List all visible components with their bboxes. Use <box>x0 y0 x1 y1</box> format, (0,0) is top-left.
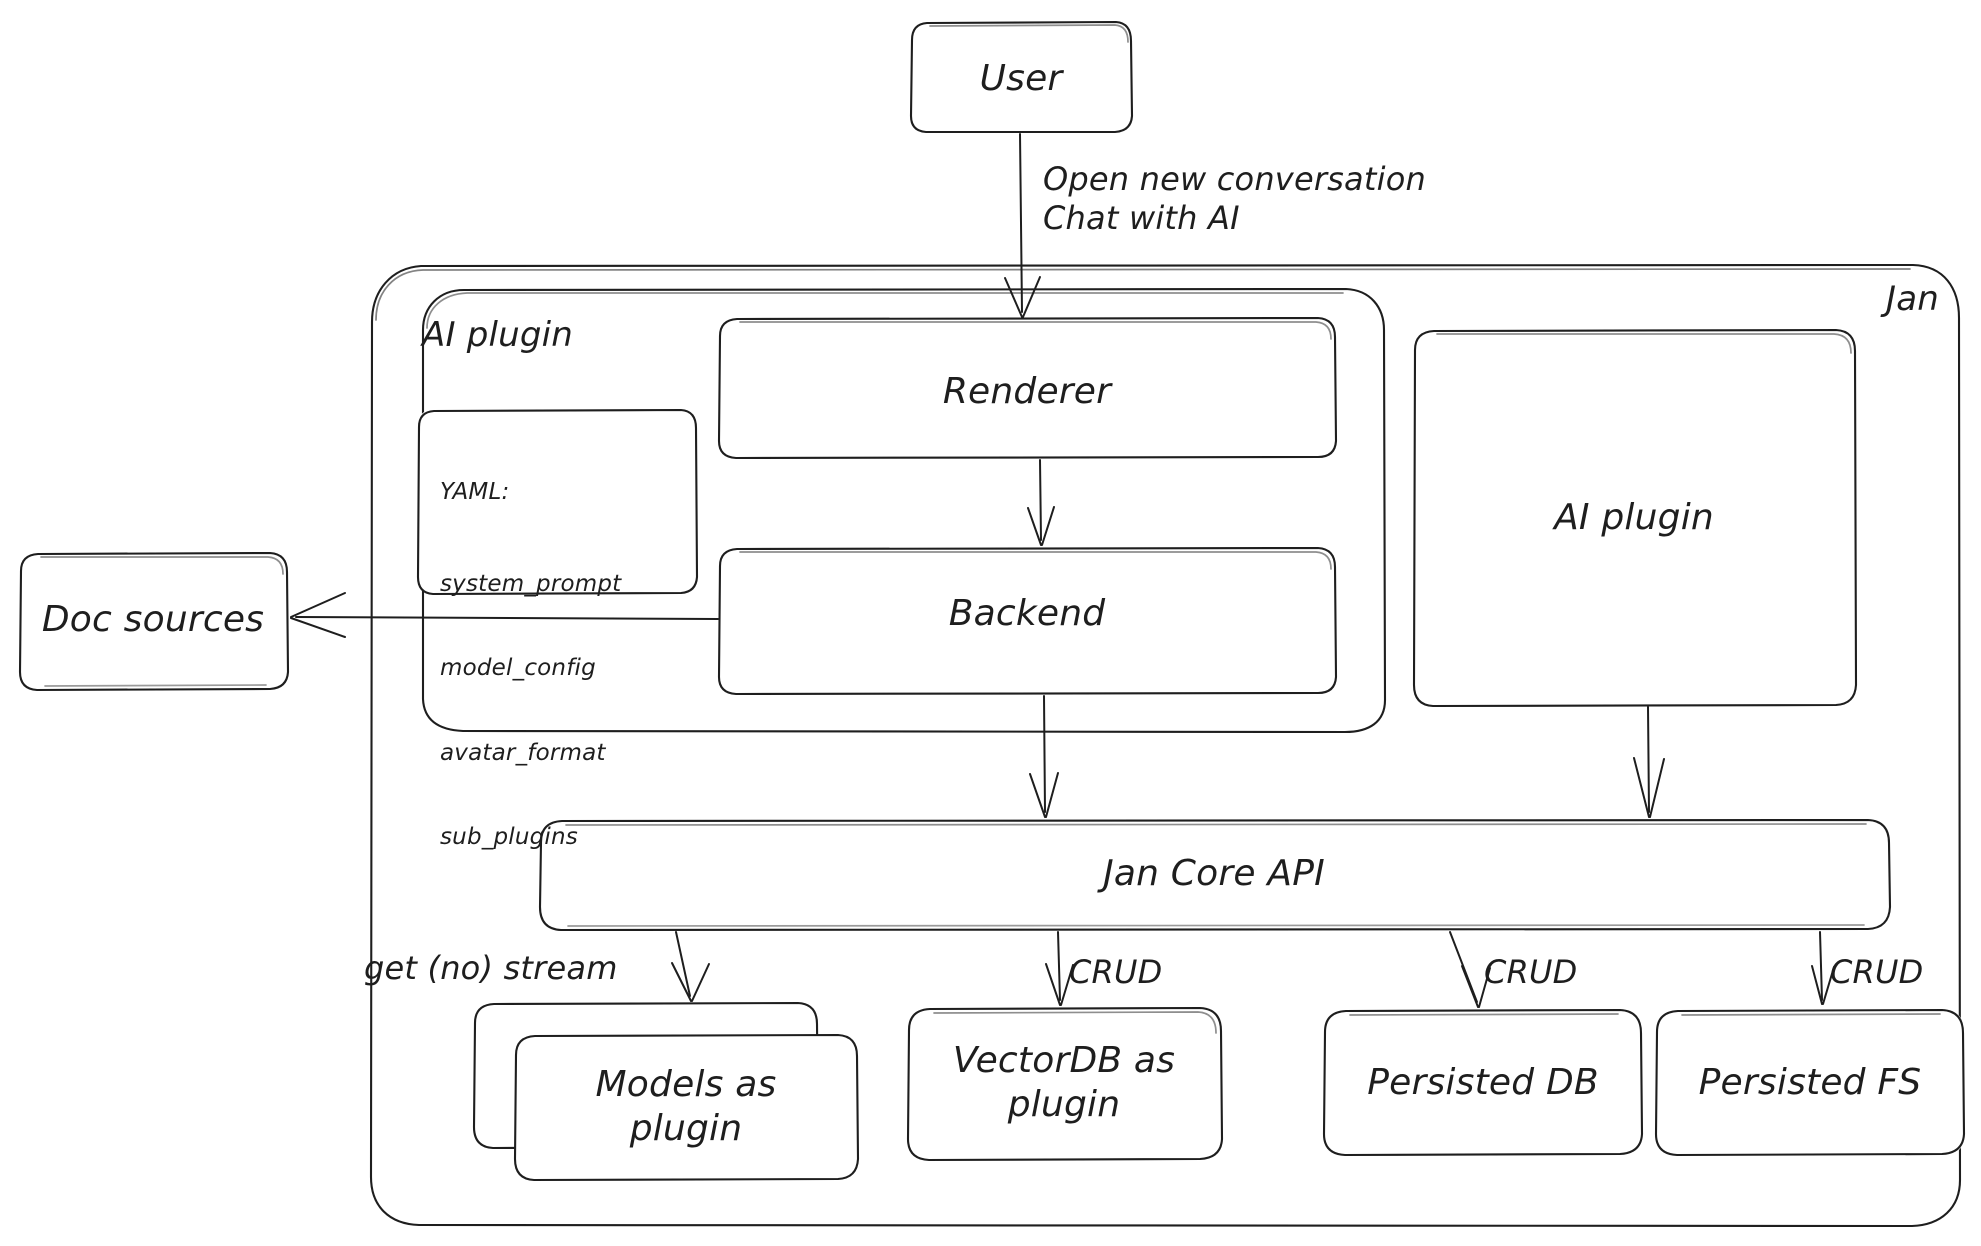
edge-label-core-to-persisted-db: CRUD <box>1484 953 1578 991</box>
yaml-card-text: YAML: system_prompt model_config avatar_… <box>440 422 621 907</box>
renderer-box-shape <box>717 316 1338 460</box>
arrow-renderer-to-backend <box>1027 459 1055 546</box>
backend-box-shape <box>717 546 1338 696</box>
arrow-core-to-models <box>671 931 710 1002</box>
yaml-line-1: system_prompt <box>440 571 622 598</box>
user-label: User <box>979 58 1063 100</box>
edge-label-user-to-renderer: Open new conversation Chat with AI <box>1043 160 1426 238</box>
arrow-backend-to-core <box>1029 695 1059 818</box>
vectordb-as-plugin-label: VectorDB as plugin <box>952 1040 1176 1125</box>
arrow-user-to-renderer <box>1004 133 1041 318</box>
doc-sources-box-shape <box>18 551 290 692</box>
jan-container-label: Jan <box>1886 279 1940 319</box>
yaml-line-0: YAML: <box>440 479 510 506</box>
yaml-line-3: avatar_format <box>440 739 606 766</box>
persisted-db-shape <box>1322 1008 1644 1157</box>
backend-label: Backend <box>948 593 1106 635</box>
edge-label-core-to-persisted-fs: CRUD <box>1830 953 1924 991</box>
ai-plugin-group-shape <box>421 287 1387 734</box>
yaml-card-shape <box>416 408 699 596</box>
persisted-fs-shape <box>1654 1008 1966 1157</box>
persisted-db-label: Persisted DB <box>1367 1062 1599 1104</box>
ai-plugin-group-label: AI plugin <box>422 315 574 355</box>
vectordb-as-plugin-shape <box>906 1006 1224 1162</box>
jan-core-api-label: Jan Core API <box>1103 853 1325 895</box>
yaml-line-2: model_config <box>440 655 596 682</box>
ai-plugin-right-label: AI plugin <box>1554 497 1714 539</box>
ai-plugin-right-box-shape <box>1412 328 1858 708</box>
jan-core-api-shape <box>538 818 1892 932</box>
edge-label-core-to-models: get (no) stream <box>364 949 618 987</box>
arrow-core-to-persisted-db <box>1449 931 1491 1008</box>
arrow-backend-to-doc-sources <box>290 592 719 638</box>
yaml-line-4: sub_plugins <box>440 823 578 850</box>
user-box-shape <box>909 20 1134 134</box>
edge-label-core-to-vectordb: CRUD <box>1069 953 1163 991</box>
arrow-ai-plugin-to-core <box>1633 706 1665 818</box>
renderer-label: Renderer <box>942 371 1112 413</box>
arrow-core-to-vectordb <box>1045 931 1074 1006</box>
models-as-plugin-label: Models as plugin <box>595 1064 777 1149</box>
doc-sources-label: Doc sources <box>41 599 265 641</box>
jan-container-shape <box>369 263 1962 1228</box>
models-as-plugin-shape <box>472 1001 860 1182</box>
persisted-fs-label: Persisted FS <box>1698 1062 1922 1104</box>
arrow-core-to-persisted-fs <box>1811 931 1835 1005</box>
